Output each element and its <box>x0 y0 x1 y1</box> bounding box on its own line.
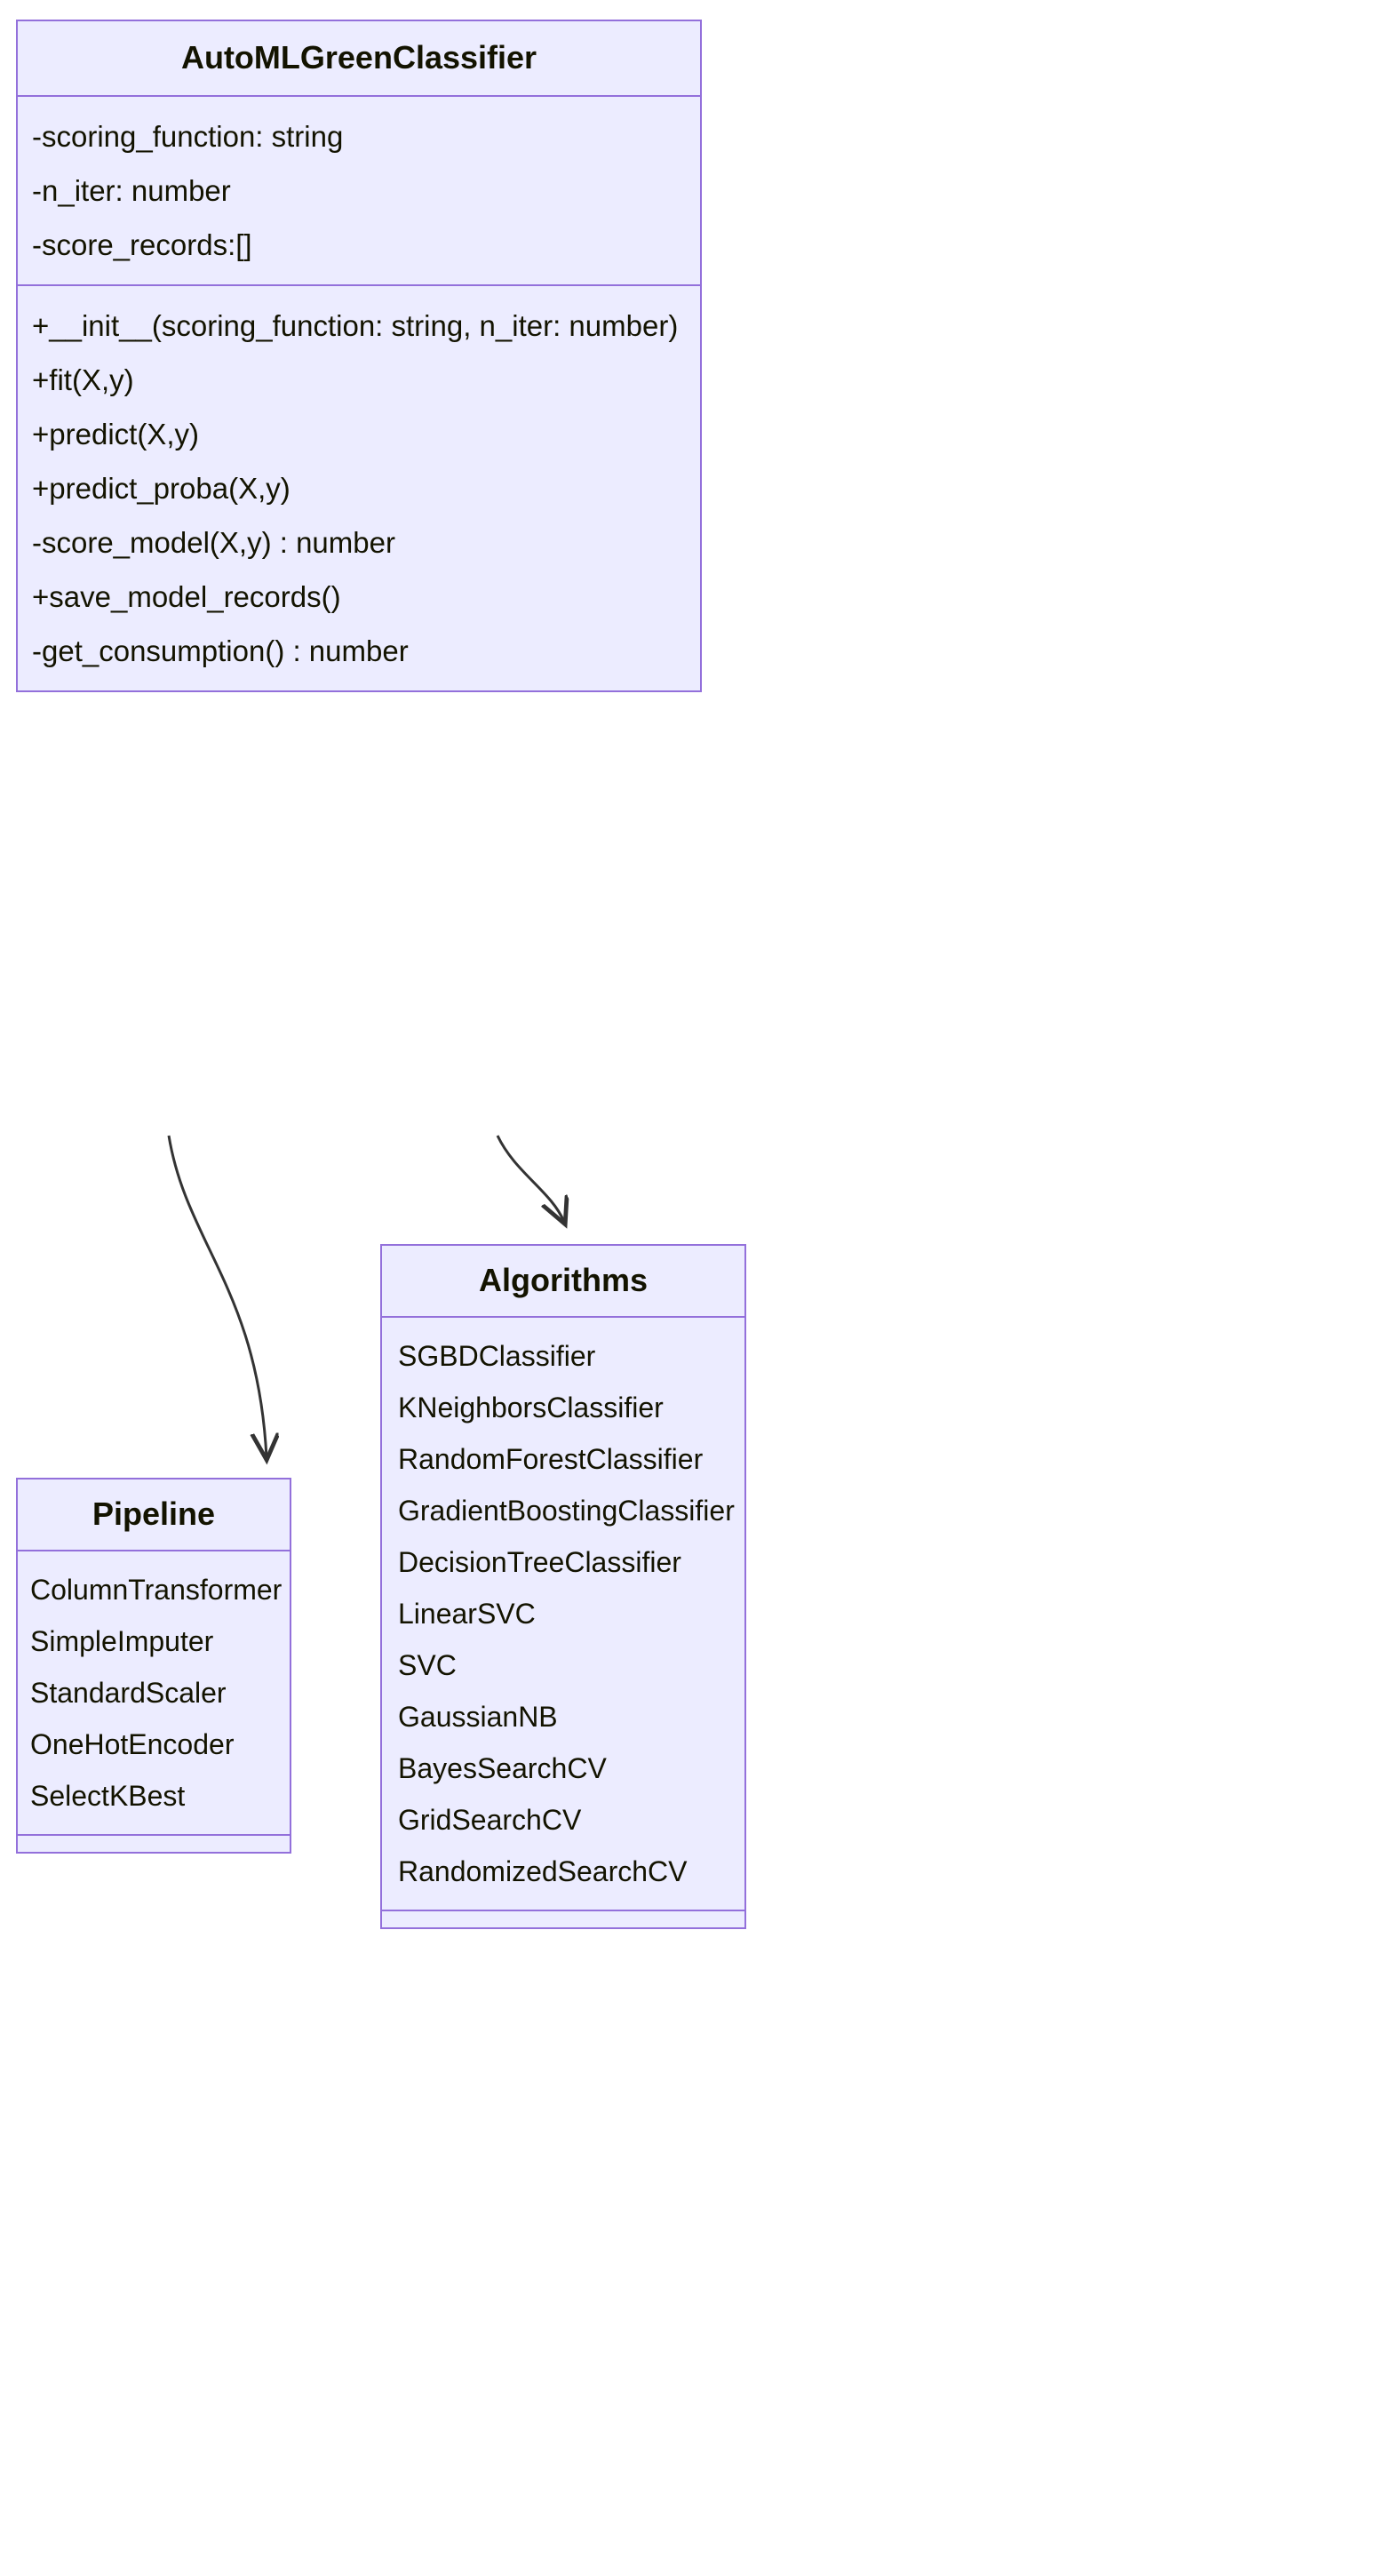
attribute-row: RandomizedSearchCV <box>398 1855 688 1888</box>
attribute-row: DecisionTreeClassifier <box>398 1546 681 1579</box>
method-row: +save_model_records() <box>32 580 341 614</box>
attribute-row: SGBDClassifier <box>398 1340 596 1373</box>
edge-main-to-algorithms <box>496 1135 564 1222</box>
methods-section-algorithms <box>382 1911 744 1927</box>
class-title-automlgreenclassifier: AutoMLGreenClassifier <box>180 39 537 76</box>
method-row: +predict_proba(X,y) <box>32 472 291 506</box>
attributes-section-automlgreenclassifier: -scoring_function: string -n_iter: numbe… <box>18 97 700 284</box>
attribute-row: KNeighborsClassifier <box>398 1392 664 1424</box>
attribute-row: ColumnTransformer <box>30 1574 283 1607</box>
attribute-row: StandardScaler <box>30 1677 227 1710</box>
methods-section-automlgreenclassifier: +__init__(scoring_function: string, n_it… <box>18 286 700 690</box>
class-divider <box>382 1910 744 1912</box>
attribute-row: GradientBoostingClassifier <box>398 1495 735 1527</box>
attribute-row: GridSearchCV <box>398 1804 582 1837</box>
method-row: +fit(X,y) <box>32 363 134 397</box>
class-divider <box>18 284 700 287</box>
attribute-row: LinearSVC <box>398 1598 536 1631</box>
attribute-row: OneHotEncoder <box>30 1728 235 1761</box>
methods-section-pipeline <box>18 1836 290 1852</box>
class-box-pipeline[interactable]: Pipeline ColumnTransformer SimpleImputer… <box>16 1478 291 1854</box>
attribute-row: BayesSearchCV <box>398 1752 607 1785</box>
method-row: -get_consumption() : number <box>32 634 409 668</box>
attribute-row: -n_iter: number <box>32 174 231 208</box>
attribute-row: -scoring_function: string <box>32 120 344 154</box>
attribute-row: SVC <box>398 1649 457 1682</box>
attribute-row: RandomForestClassifier <box>398 1443 704 1476</box>
class-divider <box>18 1550 290 1552</box>
class-title-pipeline: Pipeline <box>92 1495 216 1532</box>
attributes-section-algorithms: SGBDClassifier KNeighborsClassifier Rand… <box>382 1318 744 1910</box>
class-divider <box>18 1834 290 1837</box>
class-box-algorithms[interactable]: Algorithms SGBDClassifier KNeighborsClas… <box>380 1244 746 1930</box>
attribute-row: GaussianNB <box>398 1701 558 1734</box>
attribute-row: SelectKBest <box>30 1780 186 1813</box>
method-row: +predict(X,y) <box>32 418 199 451</box>
method-row: +__init__(scoring_function: string, n_it… <box>32 309 679 343</box>
class-divider <box>18 95 700 98</box>
class-divider <box>382 1316 744 1319</box>
edge-main-to-pipeline <box>167 1135 267 1457</box>
class-title-algorithms: Algorithms <box>478 1262 648 1298</box>
method-row: -score_model(X,y) : number <box>32 526 395 560</box>
attribute-row: -score_records:[] <box>32 228 252 262</box>
attribute-row: SimpleImputer <box>30 1625 214 1658</box>
attributes-section-pipeline: ColumnTransformer SimpleImputer Standard… <box>18 1551 290 1834</box>
class-box-automlgreenclassifier[interactable]: AutoMLGreenClassifier -scoring_function:… <box>16 20 702 693</box>
